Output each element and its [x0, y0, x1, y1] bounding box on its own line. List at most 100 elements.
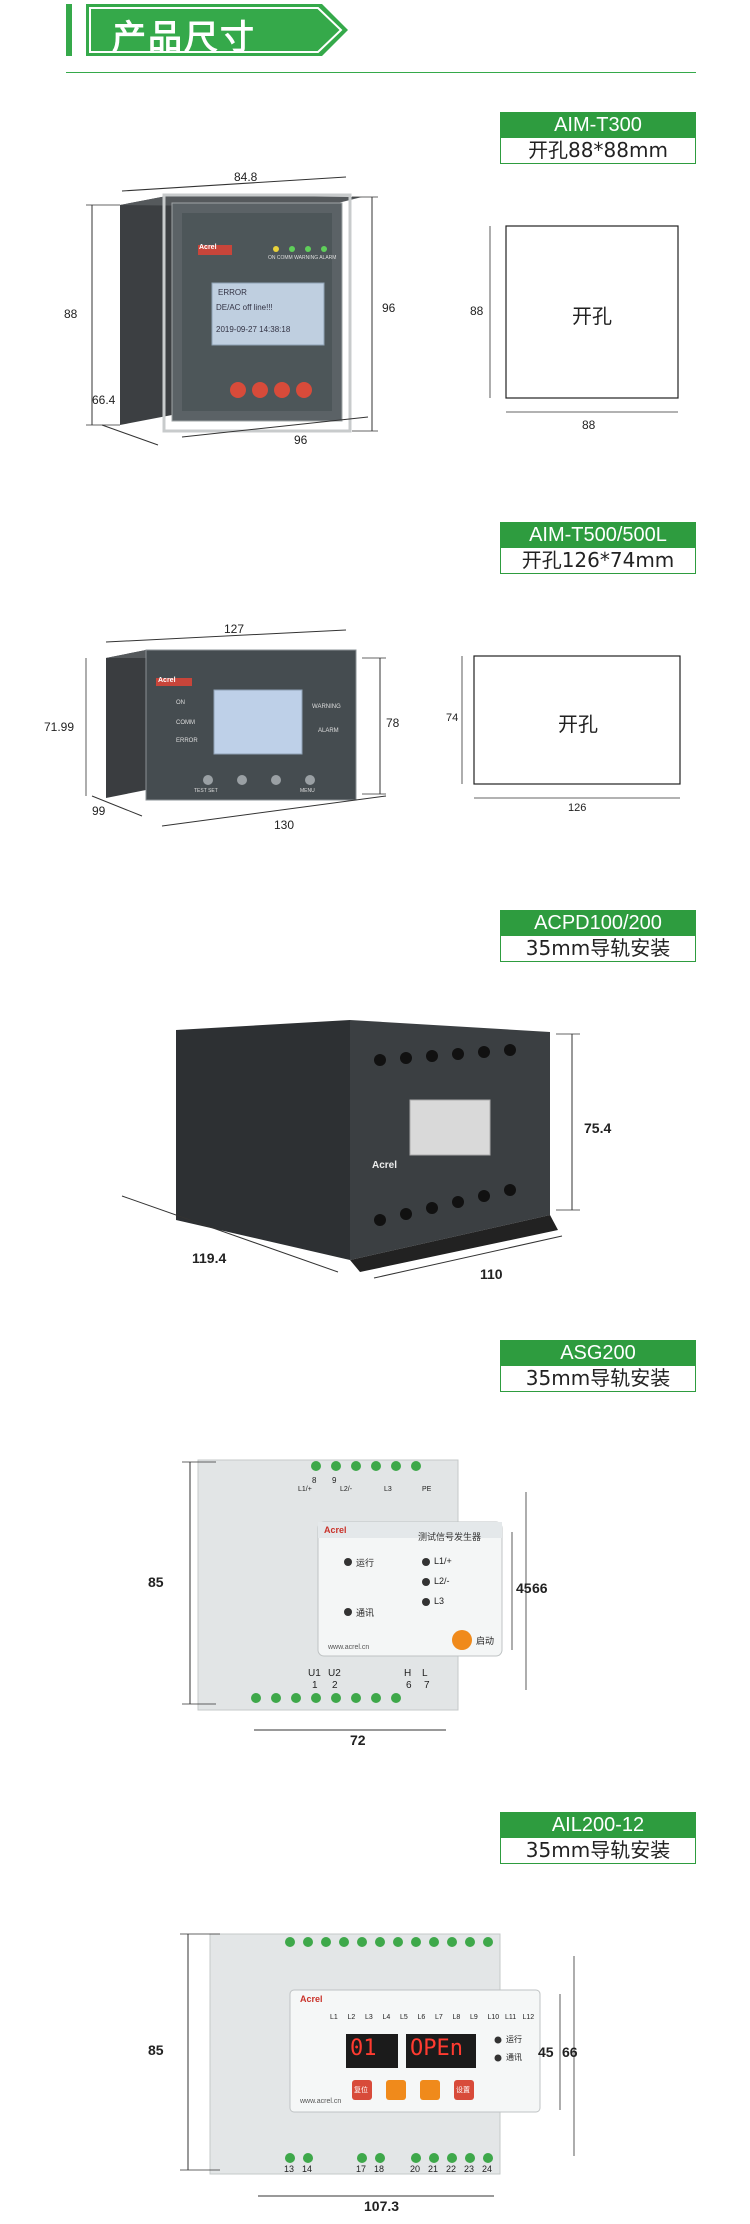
brand-logo: Acrel	[158, 677, 176, 684]
device-asg200: 85 72 45 66 Acrel 测试信号发生器 运行 通讯 L1/+ L2/…	[146, 1450, 576, 1770]
screen-line-2: DE/AC off line!!!	[216, 303, 273, 312]
side-label-warning: WARNING	[312, 704, 341, 710]
dim-outer-label: 66	[532, 1580, 548, 1596]
display-left: 01	[350, 2036, 377, 2061]
top-label-l4: L4	[382, 2014, 391, 2021]
label-l3: L3	[434, 1596, 445, 1606]
model-label-ail200: AIL200-12 35mm导轨安装	[500, 1812, 696, 1864]
button-test-set: TEST SET	[194, 788, 218, 794]
model-label-asg200: ASG200 35mm导轨安装	[500, 1340, 696, 1392]
top-label-l5: L5	[400, 2014, 408, 2021]
top-label-l1: L1	[330, 2014, 338, 2021]
model-name: ASG200	[500, 1340, 696, 1366]
brand-logo: Acrel	[372, 1160, 398, 1171]
top-label-l11: L11	[505, 2014, 517, 2021]
dim-outer-label: 66	[562, 2044, 578, 2060]
top-label-l2: L2	[347, 2014, 356, 2021]
label-comm: 通讯	[356, 1608, 375, 1618]
model-name: AIM-T300	[500, 112, 696, 138]
header-divider	[66, 72, 696, 73]
device-acpd100: 75.4 119.4 110 Acrel	[110, 1010, 612, 1310]
term-9: 9	[332, 1476, 337, 1485]
cutout-height: 74	[446, 712, 459, 724]
term-l: L	[422, 1668, 428, 1679]
asg200-drawing	[182, 1459, 527, 1731]
ail200-drawing	[180, 1933, 575, 2197]
dim-width-label: 107.3	[364, 2198, 400, 2214]
cutout-width: 126	[568, 802, 587, 814]
model-label-aim-t300: AIM-T300 开孔88*88mm	[500, 112, 696, 164]
label-start: 启动	[476, 1636, 495, 1646]
model-label-acpd100: ACPD100/200 35mm导轨安装	[500, 910, 696, 962]
cutout-height: 88	[470, 304, 484, 318]
dim-right-label: 78	[386, 716, 400, 730]
install-spec: 开孔88*88mm	[500, 138, 696, 164]
brand-logo: Acrel	[199, 244, 217, 251]
aim-t500-drawing	[85, 629, 387, 827]
dim-height-label: 88	[64, 307, 78, 321]
device-ail200: 85 107.3 45 66 Acrel 01 OPEn 运行 通讯 复位 设置…	[148, 1930, 610, 2220]
install-spec: 35mm导轨安装	[500, 1838, 696, 1864]
term-2: 2	[332, 1680, 338, 1691]
label-comm: 通讯	[506, 2053, 522, 2062]
cutout-aim-t300: 88 88 开孔	[470, 222, 700, 432]
install-spec: 35mm导轨安装	[500, 936, 696, 962]
top-label-l3: L3	[365, 2014, 373, 2021]
label-run: 运行	[356, 1558, 375, 1568]
top-label-l8: L8	[452, 2014, 461, 2021]
website: www.acrel.cn	[300, 2098, 342, 2105]
model-label-aim-t500: AIM-T500/500L 开孔126*74mm	[500, 522, 696, 574]
label-l1: L1/+	[434, 1556, 452, 1566]
dim-right-label: 110	[480, 1266, 503, 1282]
model-name: AIM-T500/500L	[500, 522, 696, 548]
term-top-l1: L1/+	[298, 1486, 312, 1493]
term-top-pe: PE	[422, 1486, 432, 1493]
term-h: H	[404, 1668, 412, 1679]
dim-inner-label: 45	[538, 2044, 554, 2060]
top-label-l10: L10	[487, 2014, 500, 2021]
term-21: 21	[428, 2164, 439, 2174]
term-u1: U1	[308, 1668, 321, 1679]
top-label-l7: L7	[435, 2014, 443, 2021]
dim-bottom-label: 130	[274, 818, 295, 832]
dim-bottom-label: 96	[294, 433, 308, 447]
side-label-comm: COMM	[176, 720, 195, 726]
cutout-label: 开孔	[572, 304, 612, 328]
brand-logo: Acrel	[300, 1994, 323, 2004]
dim-right-label: 96	[382, 301, 396, 315]
screen-line-1: ERROR	[218, 288, 247, 297]
button-menu: MENU	[300, 788, 315, 794]
term-top-l3: L3	[384, 1486, 392, 1493]
dim-width-label: 72	[350, 1732, 366, 1748]
button-set: 设置	[456, 2087, 470, 2094]
term-17: 17	[356, 2164, 367, 2174]
label-l2: L2/-	[434, 1576, 450, 1586]
install-spec: 开孔126*74mm	[500, 548, 696, 574]
dim-height-label: 71.99	[44, 720, 75, 734]
dim-depth-label: 99	[92, 804, 106, 818]
cutout-label: 开孔	[558, 712, 598, 736]
dim-height-label: 75.4	[584, 1120, 612, 1136]
cutout-aim-t500: 74 126 开孔	[446, 652, 696, 822]
top-label-l12: L12	[522, 2014, 535, 2021]
term-23: 23	[464, 2164, 475, 2174]
label-run: 运行	[506, 2035, 522, 2044]
dim-height-label: 85	[148, 1574, 164, 1590]
dim-width-label: 84.8	[234, 170, 258, 184]
section-header: 产品尺寸	[66, 0, 696, 80]
header-title-box: 产品尺寸	[86, 4, 348, 58]
term-13: 13	[284, 2164, 295, 2174]
term-7: 7	[424, 1680, 430, 1691]
device-aim-t500: 127 71.99 78 99 130 ON COMM ERROR WARNIN…	[44, 620, 406, 850]
device-aim-t300: 84.8 88 96 66.4 96 ERROR DE/AC off line!…	[64, 170, 402, 450]
acpd100-drawing	[121, 1020, 580, 1279]
term-14: 14	[302, 2164, 313, 2174]
term-top-l2: L2/-	[340, 1486, 353, 1493]
indicator-labels: ON COMM WARNING ALARM	[268, 255, 337, 261]
button-reset: 复位	[354, 2087, 368, 2094]
top-label-l6: L6	[417, 2014, 426, 2021]
dim-depth-label: 66.4	[92, 393, 116, 407]
cutout-drawing	[489, 225, 679, 413]
header-title-shape	[86, 4, 348, 56]
